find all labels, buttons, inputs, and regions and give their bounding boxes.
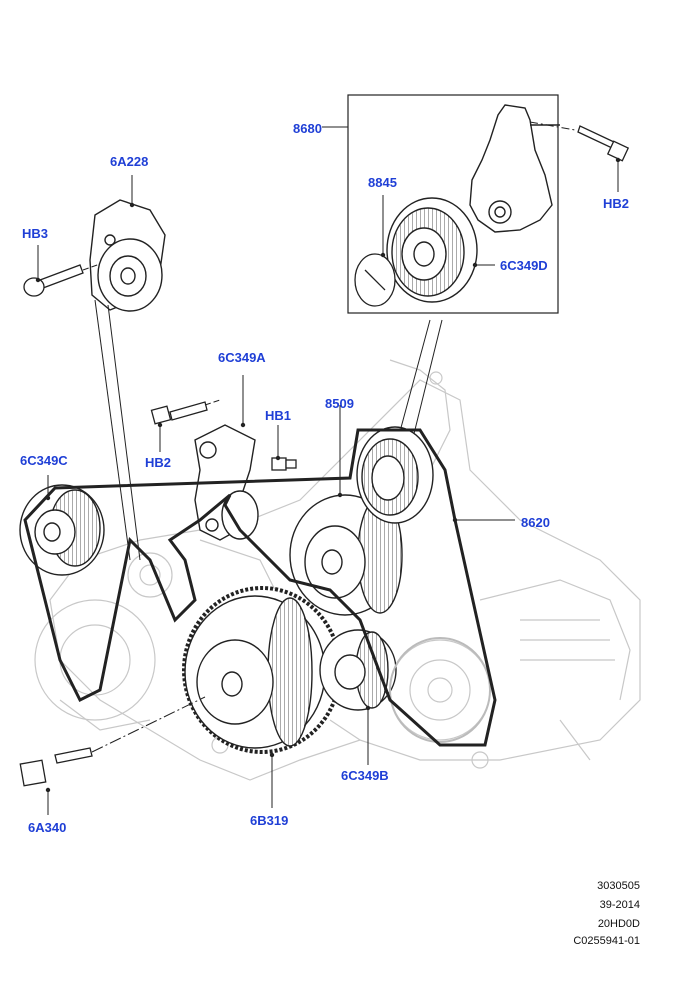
crankshaft-pulley-6b319 [182, 586, 342, 754]
callout-8680[interactable]: 8680 [293, 121, 322, 136]
reference-line-4: C0255941-01 [573, 935, 640, 947]
callout-hb2-mid[interactable]: HB2 [145, 455, 172, 470]
bolt-6a340 [19, 747, 93, 787]
inset-box [347, 94, 559, 314]
callout-6b319[interactable]: 6B319 [250, 813, 289, 828]
callout-8620[interactable]: 8620 [521, 515, 550, 530]
reference-line-1: 3030505 [597, 880, 640, 892]
dust-cap-8845 [354, 253, 396, 307]
bolt-hb1 [271, 457, 297, 471]
callout-6c349c[interactable]: 6C349C [20, 453, 68, 468]
drive-belt-8620 [23, 428, 497, 747]
callout-6c349b[interactable]: 6C349B [341, 768, 389, 783]
pulley-6c349d [386, 197, 478, 303]
reference-line-3: 20HD0D [597, 918, 640, 930]
callout-6a228[interactable]: 6A228 [110, 154, 149, 169]
callout-6a340[interactable]: 6A340 [28, 820, 67, 835]
pulley-6c349c [19, 484, 105, 576]
bolt-hb3 [23, 264, 84, 297]
callout-hb3[interactable]: HB3 [22, 226, 49, 241]
callout-8509[interactable]: 8509 [325, 396, 354, 411]
pulley-6c349b [319, 629, 397, 711]
callout-8845[interactable]: 8845 [368, 175, 397, 190]
tensioner-6a228 [89, 199, 166, 312]
pulley-8509 [289, 494, 403, 616]
tensioner-bracket-8680 [469, 104, 560, 233]
callout-6c349d[interactable]: 6C349D [500, 258, 548, 273]
bolt-hb2-top [577, 125, 630, 162]
idler-pulley [356, 426, 434, 524]
reference-line-2: 39-2014 [599, 899, 640, 911]
callout-hb1[interactable]: HB1 [265, 408, 292, 423]
callout-hb2-top[interactable]: HB2 [603, 196, 630, 211]
bolt-hb2-mid [150, 401, 208, 425]
callout-6c349a[interactable]: 6C349A [218, 350, 266, 365]
